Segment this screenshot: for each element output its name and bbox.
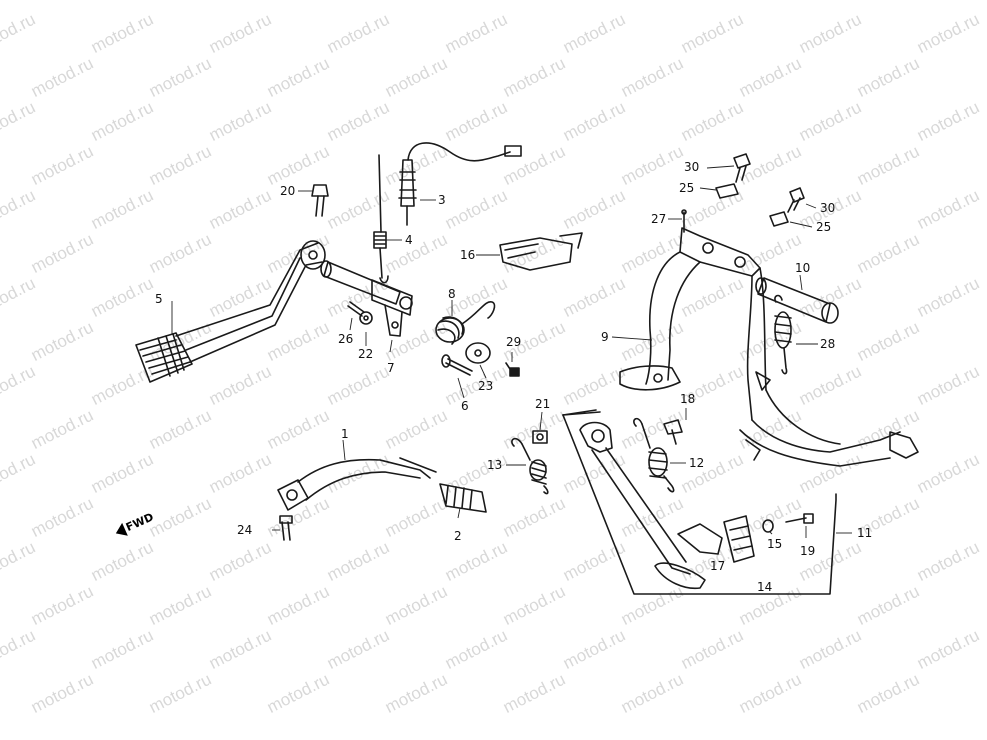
brake-pivot-shaft <box>320 260 413 337</box>
cotter-pin-and-washer <box>347 301 373 325</box>
spring-12-bolt-18 <box>633 417 683 493</box>
callout-7: 7 <box>387 361 395 375</box>
bolt-washer-set <box>441 342 520 377</box>
callout-22: 22 <box>358 347 374 361</box>
bolt-20 <box>311 184 329 217</box>
callout-29: 29 <box>506 335 522 349</box>
callout-4: 4 <box>405 233 413 247</box>
callout-1: 1 <box>341 427 349 441</box>
callout-14: 14 <box>757 580 773 594</box>
callout-26: 26 <box>338 332 354 346</box>
side-stand <box>579 421 814 590</box>
callout-30-lower: 30 <box>820 201 836 215</box>
brake-pedal <box>135 240 326 383</box>
switch-cover <box>499 232 583 271</box>
kit-outline-box <box>562 409 837 595</box>
stand-pivot-pipe <box>755 277 839 375</box>
callout-12: 12 <box>689 456 705 470</box>
callout-23: 23 <box>478 379 494 393</box>
callout-17: 17 <box>710 559 726 573</box>
callout-30-upper: 30 <box>684 160 700 174</box>
callout-13: 13 <box>487 458 503 472</box>
callout-27: 27 <box>651 212 667 226</box>
main-stand <box>619 227 919 467</box>
callout-18: 18 <box>680 392 696 406</box>
stand-fasteners <box>681 153 805 233</box>
callout-10: 10 <box>795 261 811 275</box>
callout-6: 6 <box>461 399 469 413</box>
callout-16: 16 <box>460 248 476 262</box>
callout-8: 8 <box>448 287 456 301</box>
callout-5: 5 <box>155 292 163 306</box>
callout-19: 19 <box>800 544 816 558</box>
callout-21: 21 <box>535 397 551 411</box>
brake-switch <box>373 142 522 284</box>
callout-9: 9 <box>601 330 609 344</box>
callout-24: 24 <box>237 523 253 537</box>
callout-2: 2 <box>454 529 462 543</box>
callout-leader-lines <box>171 165 852 538</box>
callout-25-upper: 25 <box>679 181 695 195</box>
callout-11: 11 <box>857 526 873 540</box>
gear-shift-lever <box>277 457 487 541</box>
callout-15: 15 <box>767 537 783 551</box>
side-stand-spring <box>511 430 549 495</box>
callout-25-lower: 25 <box>816 220 832 234</box>
callout-28: 28 <box>820 337 836 351</box>
callout-3: 3 <box>438 193 446 207</box>
return-spring <box>435 301 496 345</box>
callout-20: 20 <box>280 184 296 198</box>
